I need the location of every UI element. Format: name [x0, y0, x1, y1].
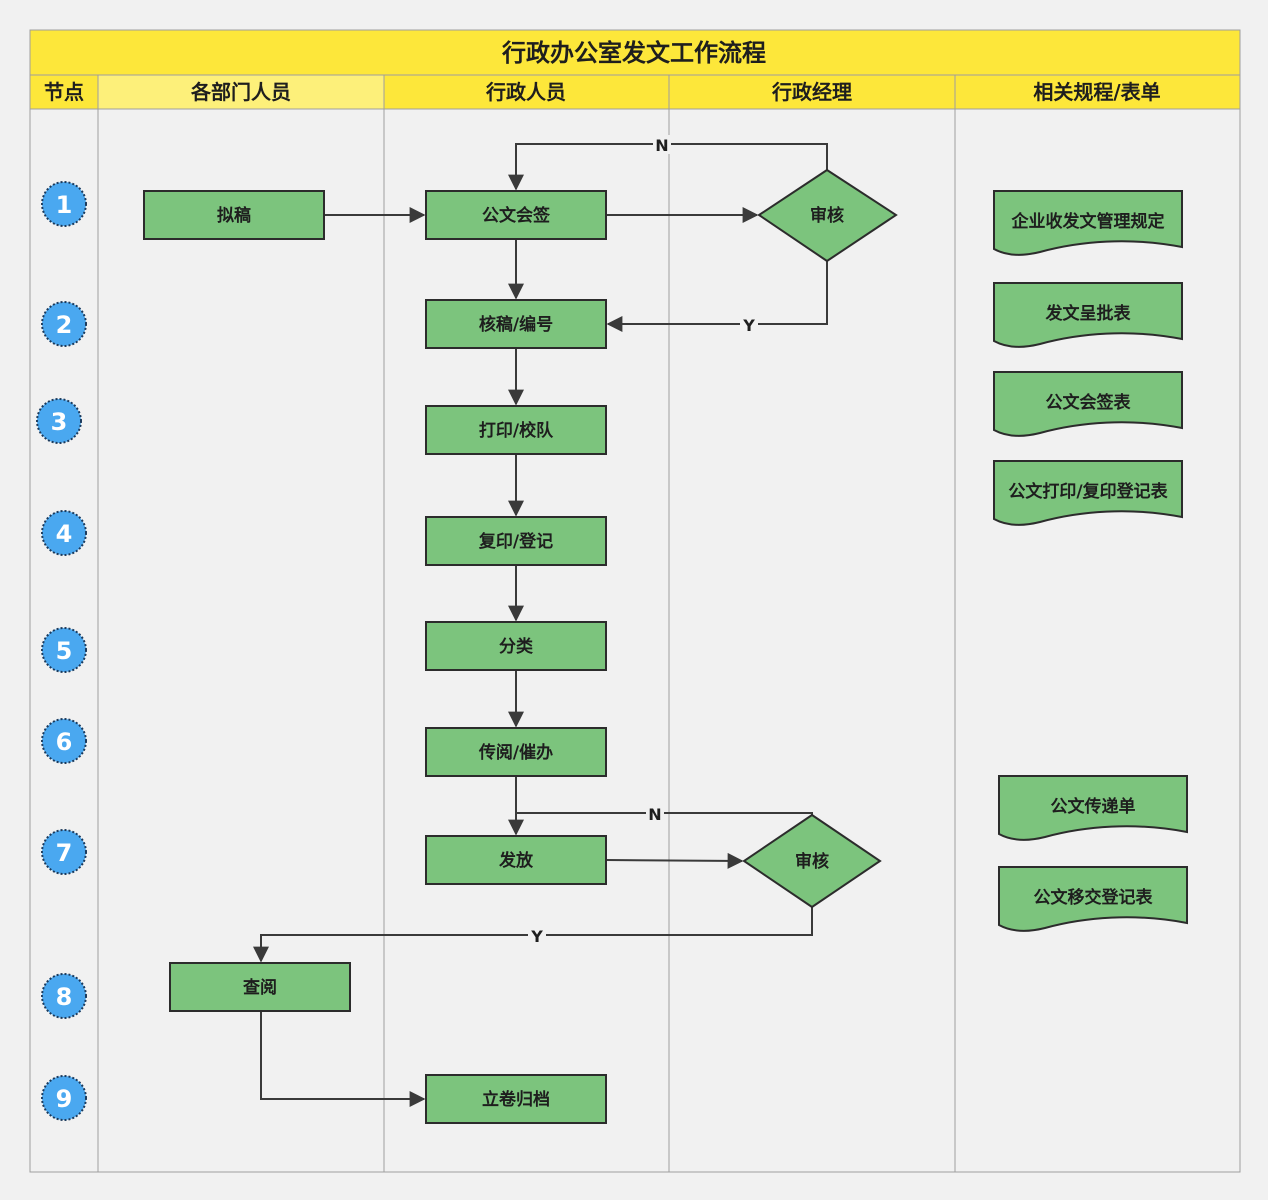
node-review-2[interactable]: 审核: [742, 813, 882, 909]
header-admin: [383, 74, 670, 110]
node-copy-register[interactable]: 复印/登记: [425, 516, 607, 566]
node-archive-label: 立卷归档: [482, 1089, 550, 1110]
doc-handover-register-label: 公文移交登记表: [1034, 887, 1154, 908]
node-circulate-urge-label: 传阅/催办: [478, 742, 553, 763]
edge-consult-archive: [260, 1011, 426, 1107]
header-admin-label: 行政人员: [485, 80, 566, 104]
step-marker: 9: [41, 1075, 87, 1121]
doc-countersign-form[interactable]: 公文会签表: [993, 371, 1183, 437]
step-marker: 6: [41, 718, 87, 764]
step-number: 9: [56, 1085, 73, 1113]
doc-approval-form-label: 发文呈批表: [1045, 303, 1132, 324]
node-draft-label: 拟稿: [217, 205, 251, 226]
step-marker: 5: [41, 627, 87, 673]
edge-label-review2-yes: Y: [530, 927, 543, 946]
node-verify-number-label: 核稿/编号: [479, 314, 553, 335]
node-distribute-label: 发放: [498, 850, 534, 871]
step-number: 5: [56, 637, 73, 665]
edge-distribute-review2: [605, 852, 744, 869]
node-archive[interactable]: 立卷归档: [425, 1074, 607, 1124]
doc-countersign-form-label: 公文会签表: [1046, 392, 1132, 413]
diagram-title: 行政办公室发文工作流程: [501, 39, 766, 67]
header-dept-label: 各部门人员: [190, 80, 291, 104]
header-manager-label: 行政经理: [771, 80, 852, 104]
node-countersign[interactable]: 公文会签: [425, 190, 607, 240]
node-classify-label: 分类: [499, 636, 534, 657]
node-draft[interactable]: 拟稿: [143, 190, 325, 240]
node-circulate-urge[interactable]: 传阅/催办: [425, 727, 607, 777]
header-docs-label: 相关规程/表单: [1033, 80, 1160, 104]
doc-transfer-slip[interactable]: 公文传递单: [998, 775, 1188, 841]
node-review-2-label: 审核: [795, 851, 829, 872]
node-consult-label: 查阅: [242, 977, 277, 998]
edge-label-bg: [528, 926, 546, 945]
node-verify-number[interactable]: 核稿/编号: [425, 299, 607, 349]
step-marker: 3: [36, 398, 82, 444]
doc-transfer-slip-label: 公文传递单: [1051, 796, 1136, 817]
step-marker: 2: [41, 301, 87, 347]
node-countersign-label: 公文会签: [482, 205, 551, 226]
node-print-proofread[interactable]: 打印/校队: [425, 405, 607, 455]
header-step: [29, 74, 99, 110]
node-copy-register-label: 复印/登记: [478, 531, 553, 552]
node-distribute[interactable]: 发放: [425, 835, 607, 885]
step-marker: 1: [41, 181, 87, 227]
doc-management-rules-label: 企业收发文管理规定: [1011, 211, 1165, 232]
doc-approval-form[interactable]: 发文呈批表: [993, 282, 1183, 348]
header-step-label: 节点: [44, 80, 84, 104]
step-number: 1: [56, 191, 73, 219]
node-review-1-label: 审核: [810, 205, 844, 226]
node-review-1[interactable]: 审核: [757, 168, 898, 263]
edge-review-no-loop: [508, 143, 828, 191]
header-docs: [954, 74, 1241, 110]
doc-management-rules[interactable]: 企业收发文管理规定: [993, 190, 1183, 256]
doc-print-copy-register-label: 公文打印/复印登记表: [1008, 481, 1168, 502]
step-number: 2: [56, 311, 73, 339]
step-marker: 8: [41, 973, 87, 1019]
edge-review-yes: [606, 261, 828, 332]
node-classify[interactable]: 分类: [425, 621, 607, 671]
edge-label-review1-yes: Y: [742, 316, 755, 335]
step-marker: 4: [41, 510, 87, 556]
edge-label-review1-no: N: [655, 136, 668, 155]
header-manager: [668, 74, 956, 110]
edge-label-bg: [646, 804, 664, 823]
doc-print-copy-register[interactable]: 公文打印/复印登记表: [993, 460, 1183, 526]
edge-label-bg: [740, 315, 758, 334]
step-number: 3: [51, 408, 68, 436]
node-consult[interactable]: 查阅: [169, 962, 351, 1012]
title-bar: [29, 29, 1241, 76]
step-marker: 7: [41, 829, 87, 875]
edge-label-bg: [653, 135, 671, 154]
step-number: 8: [56, 983, 73, 1011]
step-number: 4: [56, 520, 73, 548]
node-print-proofread-label: 打印/校队: [479, 420, 554, 441]
doc-handover-register[interactable]: 公文移交登记表: [998, 866, 1188, 932]
step-number: 7: [56, 839, 73, 867]
step-number: 6: [56, 728, 73, 756]
edge-label-review2-no: N: [648, 805, 661, 824]
